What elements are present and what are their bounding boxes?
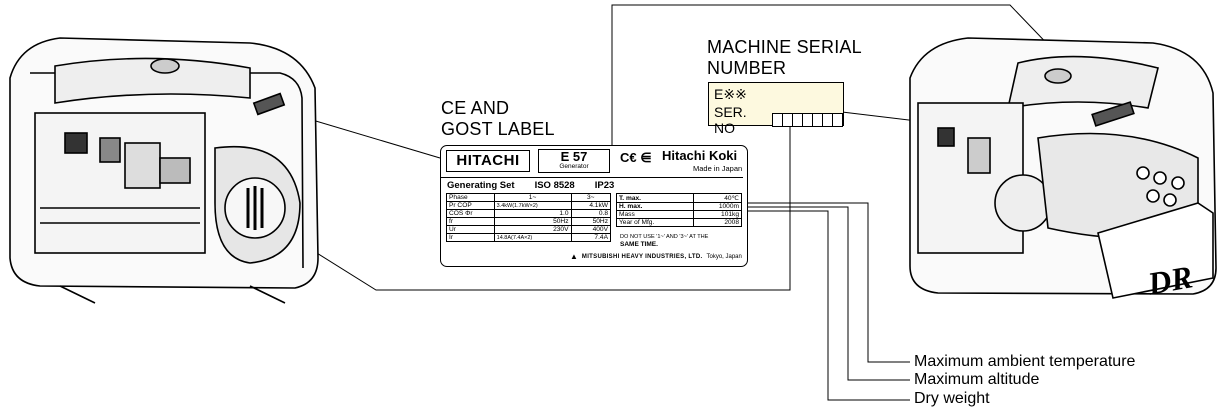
table-cell: Mass xyxy=(616,210,694,219)
table-row: T. max. 40℃ xyxy=(616,193,743,203)
manufacturer-line: ▲ MITSUBISHI HEAVY INDUSTRIES, LTD. Toky… xyxy=(570,252,742,261)
table-cell: 400V xyxy=(570,225,611,234)
table-cell: Ur xyxy=(446,225,495,234)
right-generator-illustration xyxy=(909,37,1217,299)
callout-dry-weight: Dry weight xyxy=(914,390,990,407)
table-cell: 14.8A(7.4A×2) xyxy=(493,233,572,242)
brand-logo: HITACHI xyxy=(446,150,530,172)
serial-number-heading-line2: NUMBER xyxy=(707,58,787,78)
table-row: Pr COP 3.4kW(1.7kW×2) 4.1kW xyxy=(446,201,611,210)
generating-set-label: Generating Set xyxy=(447,180,515,191)
model-subtitle: Generator xyxy=(559,163,589,170)
table-cell: Ir xyxy=(446,233,495,242)
table-cell: 40℃ xyxy=(692,193,743,203)
table-cell: 50Hz xyxy=(570,217,611,226)
made-in-japan: Made in Japan xyxy=(693,164,743,173)
table-cell: Phase xyxy=(446,193,495,202)
table-cell: 50Hz xyxy=(493,217,572,226)
ce-label-heading-line2: GOST LABEL xyxy=(441,119,555,139)
table-cell: 1~ xyxy=(493,193,572,202)
table-row: Phase 1~ 3~ xyxy=(446,193,611,202)
table-cell: Year of Mfg. xyxy=(616,218,694,227)
three-diamonds-icon: ▲ xyxy=(570,252,578,261)
table-cell: 3.4kW(1.7kW×2) xyxy=(493,201,572,210)
table-cell: COS Φr xyxy=(446,209,495,218)
ce-label-heading-line1: CE AND xyxy=(441,98,510,118)
maker-name: Hitachi Koki xyxy=(662,148,738,163)
table-cell: 0.8 xyxy=(570,209,611,218)
table-row: COS Φr 1.0 0.8 xyxy=(446,209,611,218)
dr-badge: DR xyxy=(1145,258,1196,302)
plate-body-divider xyxy=(441,177,743,264)
table-cell: 230V xyxy=(493,225,572,234)
usage-note-line2: SAME TIME. xyxy=(620,241,658,248)
table-cell: 7.4A xyxy=(570,233,611,242)
certification-marks: C€ ⋹ xyxy=(620,150,652,165)
table-cell: 4.1kW xyxy=(570,201,611,210)
ce-label-heading: CE AND GOST LABEL xyxy=(441,98,555,140)
generating-set-line: Generating Set ISO 8528 IP23 xyxy=(447,180,614,191)
leader-altitude xyxy=(742,206,910,381)
environment-rating-table: T. max. 40℃ H. max. 1000m Mass 101kg Yea… xyxy=(616,193,743,227)
ip-rating: IP23 xyxy=(594,180,615,191)
table-row: fr 50Hz 50Hz xyxy=(446,217,611,226)
electrical-rating-table: Phase 1~ 3~ Pr COP 3.4kW(1.7kW×2) 4.1kW … xyxy=(446,193,611,242)
serial-plate-line1: E※※ xyxy=(714,86,747,102)
table-cell: H. max. xyxy=(616,202,694,211)
manufacturer-city: Tokyo, Japan xyxy=(706,253,742,260)
callout-max-ambient-temperature: Maximum ambient temperature xyxy=(914,353,1136,370)
manufacturer-name: MITSUBISHI HEAVY INDUSTRIES, LTD. xyxy=(581,253,703,260)
table-cell: fr xyxy=(446,217,495,226)
leader-weight xyxy=(742,210,910,401)
model-box: E 57 Generator xyxy=(538,149,610,173)
serial-number-heading: MACHINE SERIAL NUMBER xyxy=(707,37,862,79)
iso-standard: ISO 8528 xyxy=(534,180,575,191)
table-row: Ir 14.8A(7.4A×2) 7.4A xyxy=(446,233,611,242)
serial-plate-line2: SER. NO xyxy=(714,104,747,136)
left-generator-illustration xyxy=(9,37,319,304)
table-cell: 1.0 xyxy=(493,209,572,218)
table-cell: T. max. xyxy=(616,193,694,203)
leader-temp xyxy=(742,202,910,363)
serial-number-heading-line1: MACHINE SERIAL xyxy=(707,37,862,57)
model-name: E 57 xyxy=(560,149,588,164)
table-row: Mass 101kg xyxy=(616,210,743,219)
table-cell: 2008 xyxy=(692,218,743,227)
table-cell: 101kg xyxy=(692,210,743,219)
table-row: Ur 230V 400V xyxy=(446,225,611,234)
table-row: H. max. 1000m xyxy=(616,202,743,211)
serial-digit-boxes xyxy=(772,113,843,127)
table-row: Year of Mfg. 2008 xyxy=(616,218,743,227)
table-cell: Pr COP xyxy=(446,201,495,210)
callout-max-altitude: Maximum altitude xyxy=(914,371,1040,388)
serial-plate-line2-row: SER. NO xyxy=(714,104,843,136)
usage-note-line1: DO NOT USE '1~' AND '3~' AT THE xyxy=(620,234,709,240)
table-cell: 3~ xyxy=(570,193,611,202)
serial-number-plate: E※※ SER. NO xyxy=(708,82,844,136)
usage-note: DO NOT USE '1~' AND '3~' AT THE SAME TIM… xyxy=(620,234,708,248)
table-cell: 1000m xyxy=(692,202,743,211)
